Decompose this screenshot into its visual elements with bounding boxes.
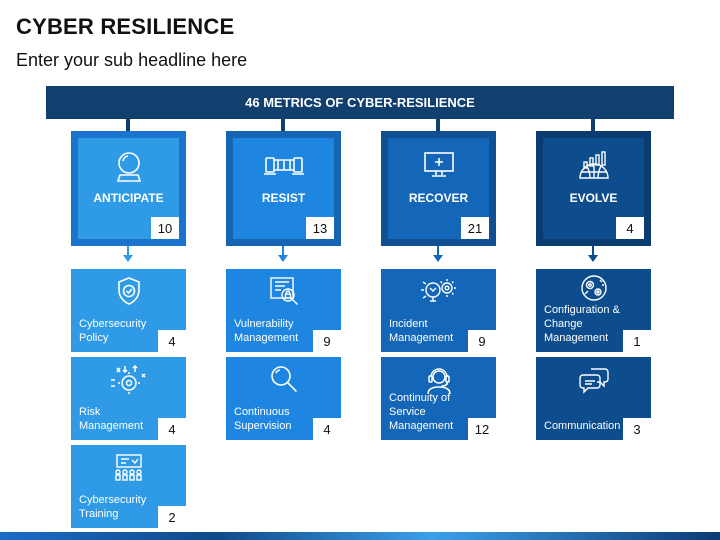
monitor-medical-icon: [388, 150, 489, 184]
arrow-head: [588, 255, 598, 262]
arrow-stem: [592, 246, 594, 256]
barrier-icon: [233, 150, 334, 184]
risk-gear-icon: [71, 364, 186, 398]
category-count: 10: [151, 217, 179, 239]
metric-label: Risk Management: [79, 406, 144, 432]
metric-label: Vulnerability Management: [234, 318, 299, 344]
page-title: CYBER RESILIENCE: [16, 14, 235, 39]
metric-label: Communication: [544, 420, 621, 432]
connector-resist: [281, 119, 285, 133]
connector-evolve: [591, 119, 595, 133]
metric-label: Configuration & Change Management: [544, 304, 620, 344]
metric-tile-cybersecurity-policy: Cybersecurity Policy 4: [71, 269, 186, 352]
metric-count: 1: [623, 330, 651, 352]
incident-gear-icon: [381, 276, 496, 310]
category-count: 4: [616, 217, 644, 239]
training-board-icon: [71, 452, 186, 486]
metric-tile-continuity-of-service-management: Continuity of Service Management 12: [381, 357, 496, 440]
shield-check-icon: [71, 276, 186, 310]
connector-recover: [436, 119, 440, 133]
metric-tile-risk-management: Risk Management 4: [71, 357, 186, 440]
metric-count: 4: [158, 330, 186, 352]
page-subtitle: Enter your sub headline here: [16, 50, 248, 70]
category-count: 13: [306, 217, 334, 239]
metric-count: 12: [468, 418, 496, 440]
vulnerability-scan-icon: [226, 276, 341, 310]
metric-label: Continuous Supervision: [234, 406, 292, 432]
crystal-ball-icon: [78, 150, 179, 184]
metrics-banner: 46 METRICS OF CYBER-RESILIENCE: [46, 86, 674, 119]
metric-label: Incident Management: [389, 318, 454, 344]
metric-label: Continuity of Service Management: [389, 392, 454, 432]
metric-count: 2: [158, 506, 186, 528]
connector-anticipate: [126, 119, 130, 133]
configuration-icon: [536, 273, 651, 307]
arrow-head: [433, 255, 443, 262]
arrow-stem: [282, 246, 284, 256]
metric-count: 3: [623, 418, 651, 440]
arrow-head: [123, 255, 133, 262]
metric-count: 4: [313, 418, 341, 440]
metric-tile-continuous-supervision: Continuous Supervision 4: [226, 357, 341, 440]
metric-label: Cybersecurity Training: [79, 494, 147, 520]
metric-tile-vulnerability-management: Vulnerability Management 9: [226, 269, 341, 352]
chat-bubbles-icon: [536, 364, 651, 398]
category-label: ANTICIPATE: [93, 191, 164, 205]
metric-tile-incident-management: Incident Management 9: [381, 269, 496, 352]
metric-tile-configuration-change-management: Configuration & Change Management 1: [536, 269, 651, 352]
arrow-stem: [127, 246, 129, 256]
metric-count: 9: [313, 330, 341, 352]
metric-label: Cybersecurity Policy: [79, 318, 147, 344]
metric-count: 9: [468, 330, 496, 352]
magnifier-icon: [226, 364, 341, 398]
footer-bar: [0, 532, 720, 540]
category-label: EVOLVE: [569, 191, 618, 205]
category-resist: RESIST 13: [226, 131, 341, 246]
category-label: RECOVER: [408, 191, 469, 205]
category-label: RESIST: [261, 191, 306, 205]
arrow-head: [278, 255, 288, 262]
category-anticipate: ANTICIPATE 10: [71, 131, 186, 246]
category-recover: RECOVER 21: [381, 131, 496, 246]
category-evolve: EVOLVE 4: [536, 131, 651, 246]
support-agent-icon: [381, 364, 496, 398]
metric-tile-communication: Communication 3: [536, 357, 651, 440]
category-count: 21: [461, 217, 489, 239]
growth-chart-icon: [543, 150, 644, 184]
arrow-stem: [437, 246, 439, 256]
metric-count: 4: [158, 418, 186, 440]
metric-tile-cybersecurity-training: Cybersecurity Training 2: [71, 445, 186, 528]
banner-label: 46 METRICS OF CYBER-RESILIENCE: [245, 95, 475, 110]
